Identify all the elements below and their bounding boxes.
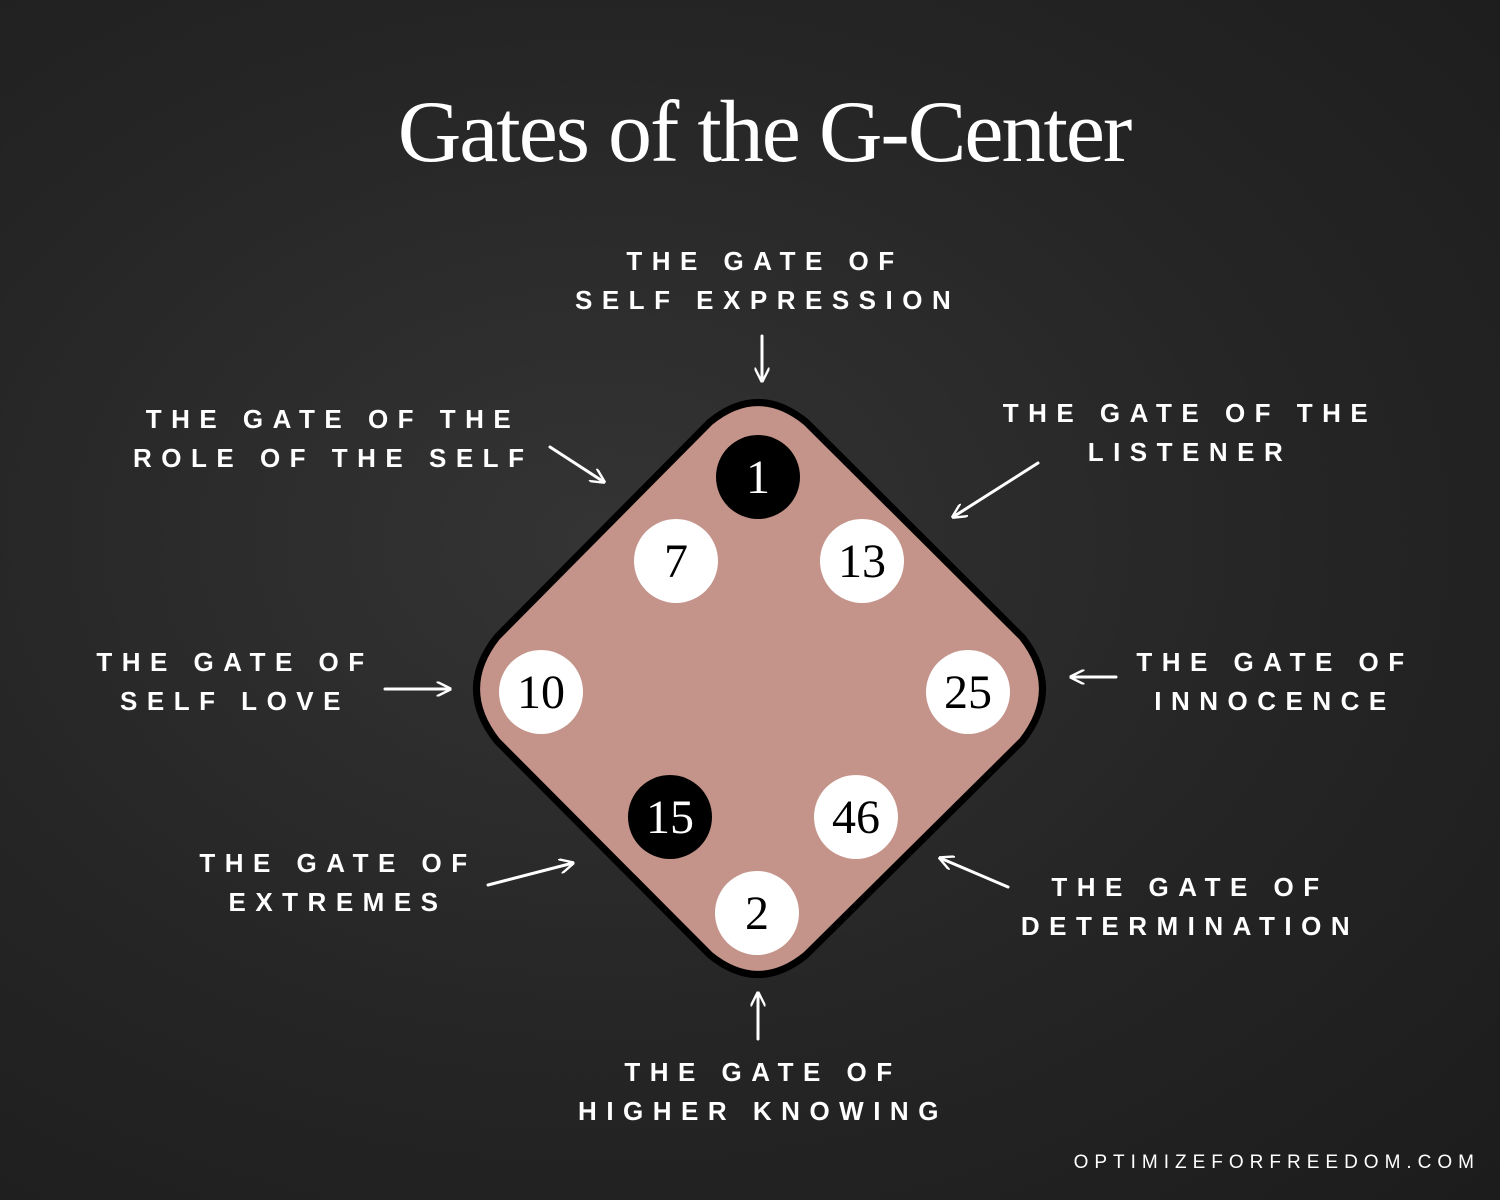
gate-number: 13 [838, 535, 886, 588]
gate-number: 10 [517, 666, 565, 719]
gate-2: 2 [715, 871, 799, 955]
gate-number: 25 [944, 666, 992, 719]
gate-number: 2 [745, 887, 769, 940]
label-determination: THE GATE OF DETERMINATION [1020, 872, 1360, 941]
gate-circle [814, 775, 898, 859]
arrow-role-of-self [548, 445, 604, 482]
gate-circle [820, 519, 904, 603]
gate-number: 7 [664, 535, 688, 588]
gate-circle [716, 435, 800, 519]
arrow-determination [940, 858, 1010, 889]
label-role-of-self: THE GATE OF THE ROLE OF THE SELF [133, 404, 534, 473]
arrow-listener [953, 461, 1040, 517]
label-innocence: THE GATE OF INNOCENCE [1136, 647, 1414, 716]
gate-1: 1 [716, 435, 800, 519]
gate-circle [634, 519, 718, 603]
gate-13: 13 [820, 519, 904, 603]
gate-circle [628, 775, 712, 859]
gate-46: 46 [814, 775, 898, 859]
gate-25: 25 [926, 650, 1010, 734]
arrow-extremes [486, 863, 573, 887]
gate-number: 1 [746, 451, 770, 504]
website-url[interactable]: OPTIMIZEFORFREEDOM.COM [1073, 1152, 1480, 1173]
label-self-expression: THE GATE OF SELF EXPRESSION [575, 246, 961, 315]
gate-10: 10 [499, 650, 583, 734]
page-title: Gates of the G-Center [397, 84, 1133, 181]
label-extremes: THE GATE OF EXTREMES [199, 848, 477, 917]
gate-15: 15 [628, 775, 712, 859]
gate-circle [499, 650, 583, 734]
gate-circle [926, 650, 1010, 734]
gate-7: 7 [634, 519, 718, 603]
label-higher-knowing: THE GATE OF HIGHER KNOWING [578, 1057, 948, 1126]
gate-number: 15 [646, 791, 694, 844]
label-self-love: THE GATE OF SELF LOVE [96, 647, 374, 716]
label-listener: THE GATE OF THE LISTENER [1002, 398, 1378, 467]
gate-number: 46 [832, 791, 880, 844]
gate-circle [715, 871, 799, 955]
